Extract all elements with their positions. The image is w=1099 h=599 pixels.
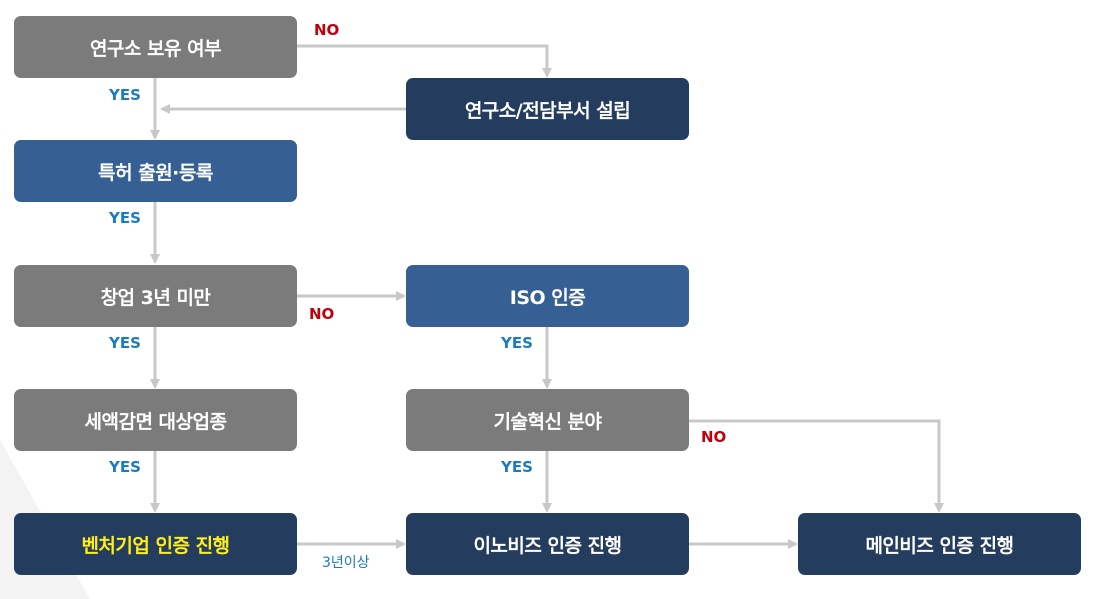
box-tech-label: 기술혁신 분야 (493, 410, 603, 433)
box-mainbiz: 메인비즈 인증 진행 (798, 513, 1081, 575)
box-patent: 특허 출원·등록 (14, 140, 297, 202)
label-three-years: 3년이상 (322, 555, 370, 571)
box-research-lab: 연구소 보유 여부 (14, 16, 297, 78)
box-establish-lab-label: 연구소/전담부서 설립 (464, 99, 631, 122)
label-yes-patent: YES (109, 209, 141, 227)
arrow-lab-no (297, 44, 552, 78)
box-tax-label: 세액감면 대상업종 (84, 410, 227, 433)
label-yes-startup: YES (109, 334, 141, 352)
box-iso: ISO 인증 (406, 265, 689, 327)
box-tax: 세액감면 대상업종 (14, 389, 297, 451)
box-establish-lab: 연구소/전담부서 설립 (406, 78, 689, 140)
box-startup: 창업 3년 미만 (14, 265, 297, 327)
box-tech: 기술혁신 분야 (406, 389, 689, 451)
box-patent-label: 특허 출원·등록 (98, 161, 213, 184)
label-yes-tech: YES (501, 458, 533, 476)
label-yes-tax: YES (109, 458, 141, 476)
label-no-lab: NO (314, 21, 340, 39)
box-venture: 벤처기업 인증 진행 (14, 513, 297, 575)
label-no-tech: NO (701, 428, 727, 446)
label-yes-iso: YES (501, 334, 533, 352)
label-yes-lab: YES (109, 86, 141, 104)
box-innobiz: 이노비즈 인증 진행 (406, 513, 689, 575)
box-venture-label: 벤처기업 인증 진행 (81, 534, 230, 557)
box-research-lab-label: 연구소 보유 여부 (89, 37, 222, 60)
arrow-tech-no (689, 419, 944, 513)
box-startup-label: 창업 3년 미만 (100, 286, 211, 309)
box-innobiz-label: 이노비즈 인증 진행 (473, 534, 622, 557)
box-iso-label: ISO 인증 (509, 286, 586, 309)
label-no-startup: NO (309, 305, 335, 323)
box-mainbiz-label: 메인비즈 인증 진행 (865, 534, 1014, 557)
